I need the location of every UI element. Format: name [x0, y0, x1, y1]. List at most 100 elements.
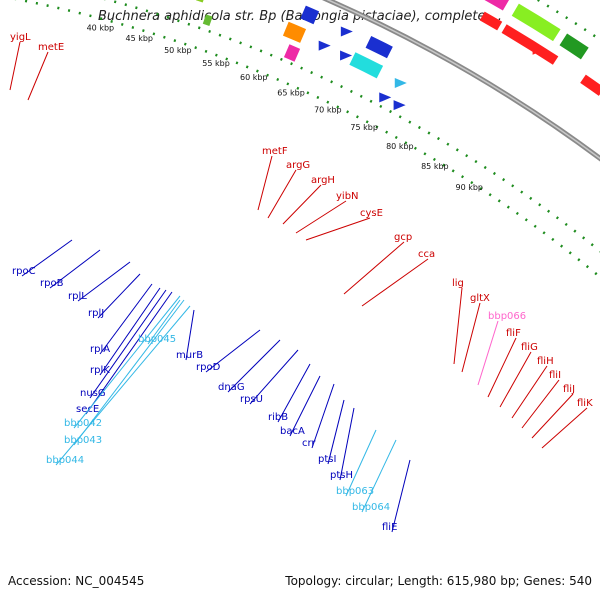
- scale-tick-label: 75 kbp: [350, 123, 378, 132]
- gene-label-murB: murB: [176, 350, 203, 361]
- gene-label-leader-fliK: [541, 407, 588, 449]
- gene-block-lig: [484, 0, 510, 11]
- gene-arrow-8: [394, 78, 407, 89]
- gene-label-leader-cca: [361, 258, 429, 307]
- gene-label-metF: metF: [262, 146, 288, 157]
- gene-block-fliG: [501, 24, 559, 65]
- gene-label-leader-fliI: [521, 379, 560, 429]
- gene-label-leader-argG: [267, 169, 297, 219]
- gene-label-leader-rpoC: [21, 239, 73, 277]
- gene-block-fliK: [580, 74, 600, 96]
- gene-block-ptsI: [349, 52, 384, 79]
- gene-label-leader-bbp044: [55, 305, 191, 466]
- gene-label-fliE: fliE: [382, 522, 397, 533]
- gene-label-fliF: fliF: [506, 328, 521, 339]
- gene-label-bbp043: bbp043: [64, 435, 102, 446]
- gene-label-leader-gltX: [461, 302, 481, 373]
- gene-label-leader-rpoD: [205, 329, 261, 373]
- gene-label-leader-fliE: [391, 459, 411, 533]
- gene-label-leader-nusG: [89, 289, 167, 399]
- gene-label-bbp066: bbp066: [488, 311, 526, 322]
- map-title: Buchnera aphidicola str. Bp (Baizongia p…: [97, 9, 503, 24]
- gene-label-leader-gcp: [343, 241, 405, 295]
- scale-tick-label: 70 kbp: [314, 105, 342, 114]
- gene-label-bbp063: bbp063: [336, 486, 374, 497]
- gene-label-leader-bbp063: [345, 429, 377, 497]
- scale-tick-label: 50 kbp: [164, 46, 192, 55]
- gene-label-leader-ribB: [277, 363, 311, 423]
- gene-label-argG: argG: [286, 160, 310, 171]
- scale-tick-label: 90 kbp: [456, 183, 484, 192]
- gene-label-leader-bacA: [289, 375, 321, 437]
- gene-label-dnaG: dnaG: [218, 382, 245, 393]
- gene-label-bbp045: bbp045: [138, 334, 176, 345]
- gene-block-fliI: [559, 33, 589, 60]
- accession-label: Accession: NC_004545: [8, 574, 145, 588]
- gene-label-ptsI: ptsI: [318, 454, 336, 465]
- gene-label-leader-ptsI: [327, 399, 345, 465]
- gene-label-leader-dnaG: [227, 339, 281, 393]
- gene-label-cysE: cysE: [360, 208, 383, 219]
- gene-arrow-12: [532, 44, 545, 55]
- gene-label-leader-rplJ: [97, 273, 141, 319]
- gene-label-leader-ptsH: [339, 407, 355, 481]
- gene-label-yigL: yigL: [10, 32, 31, 43]
- gene-label-yibN: yibN: [336, 191, 359, 202]
- gene-arrow-9: [393, 100, 406, 111]
- gene-label-leader-crr: [311, 383, 335, 449]
- gene-label-leader-fliF: [487, 337, 517, 398]
- gene-label-leader-bbp042: [73, 295, 181, 429]
- gene-label-leader-metF: [257, 155, 273, 211]
- gene-label-leader-bbp045: [147, 299, 181, 345]
- gene-label-leader-bbp066: [477, 320, 499, 386]
- gene-label-leader-rplK: [99, 287, 161, 376]
- gene-block-crr: [365, 36, 393, 59]
- gene-label-secE: secE: [76, 404, 99, 415]
- scale-tick-label: 60 kbp: [240, 73, 268, 82]
- scale-tick-label: 80 kbp: [386, 142, 414, 151]
- scale-tick-label: 65 kbp: [277, 89, 305, 98]
- gene-block-dnaG: [300, 5, 320, 25]
- gene-label-leader-metE: [27, 51, 49, 101]
- gene-label-bacA: bacA: [280, 426, 305, 437]
- gene-label-bbp044: bbp044: [46, 455, 84, 466]
- gene-label-crr: crr: [302, 438, 316, 449]
- gene-label-ribB: ribB: [268, 412, 288, 423]
- backbone-highlight: [326, 0, 600, 160]
- gene-label-fliI: fliI: [549, 370, 561, 381]
- gene-label-fliG: fliG: [521, 342, 538, 353]
- gene-label-rpoC: rpoC: [12, 266, 36, 277]
- gene-arrow-7: [379, 92, 392, 103]
- gene-block-rpsU: [283, 44, 301, 62]
- scale-tick-label: 55 kbp: [202, 59, 230, 68]
- gene-label-cca: cca: [418, 249, 435, 260]
- scale-tick-label: 45 kbp: [126, 34, 154, 43]
- gene-label-leader-lig: [453, 287, 463, 365]
- gene-label-leader-bbp064: [361, 439, 397, 513]
- gene-label-rplJ: rplJ: [88, 308, 104, 319]
- gene-label-rpsU: rpsU: [240, 394, 263, 405]
- gene-label-leader-rplA: [99, 283, 153, 355]
- gene-label-leader-murB: [185, 309, 195, 361]
- gene-label-metE: metE: [38, 42, 64, 53]
- scale-tick-label: 40 kbp: [87, 23, 115, 32]
- gene-label-ptsH: ptsH: [330, 470, 353, 481]
- gene-label-rplK: rplK: [90, 365, 110, 376]
- gene-label-gcp: gcp: [394, 232, 412, 243]
- gene-label-leader-rpoB: [49, 249, 101, 289]
- gene-block-gltX: [479, 11, 503, 31]
- guide-arc-3: [14, 0, 600, 279]
- gene-label-leader-secE: [85, 291, 173, 415]
- gene-label-rplA: rplA: [90, 344, 110, 355]
- scale-tick-label: 85 kbp: [421, 162, 449, 171]
- gene-label-rplL: rplL: [68, 291, 87, 302]
- gene-label-leader-rpsU: [249, 349, 299, 405]
- gene-label-leader-fliJ: [531, 393, 574, 439]
- gene-arrow-4: [340, 26, 353, 37]
- gene-label-leader-rplL: [77, 261, 131, 302]
- gene-label-fliJ: fliJ: [563, 384, 575, 395]
- gene-arrow-5: [318, 40, 331, 51]
- genome-summary: Topology: circular; Length: 615,980 bp; …: [285, 574, 592, 588]
- gene-label-argH: argH: [311, 175, 335, 186]
